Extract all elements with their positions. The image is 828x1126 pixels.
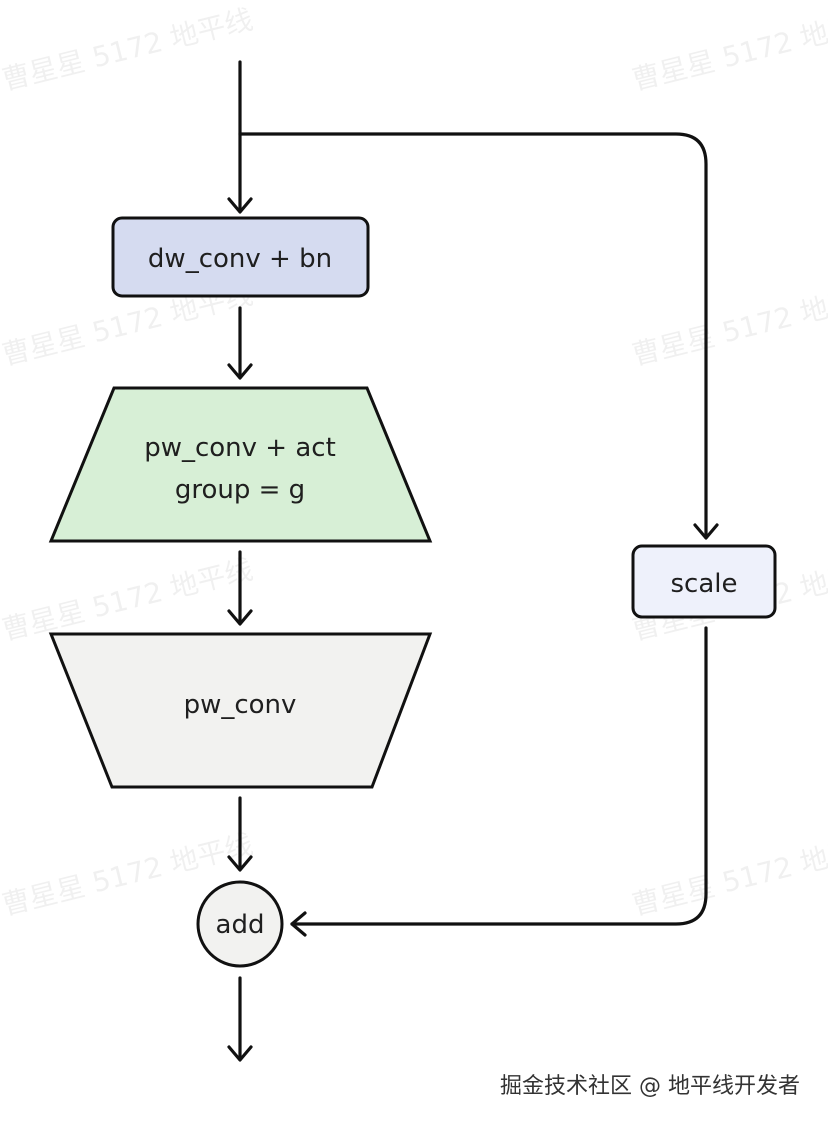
scale-box (631, 544, 777, 619)
edge-scale-to-add (290, 626, 708, 926)
arrowhead-icon (227, 609, 253, 626)
edge-branch-to-scale (238, 132, 708, 539)
watermark-text: 曹星星 5172 地平线 (629, 3, 828, 97)
arrowhead-icon (693, 523, 719, 540)
dw-conv-bn-box (111, 216, 370, 298)
watermark-text: 曹星星 5172 地平线 (0, 3, 256, 97)
pw-conv-trapezoid (48, 632, 433, 789)
pw-conv-label: pw_conv (184, 690, 297, 720)
node-scale: scale (631, 544, 777, 619)
arrowhead-icon (227, 363, 253, 380)
node-pw-conv-act: pw_conv + act group = g (48, 386, 433, 543)
dw-conv-bn-label: dw_conv + bn (148, 244, 332, 274)
arrowhead-icon (227, 1045, 253, 1062)
node-pw-conv: pw_conv (48, 632, 433, 789)
watermark-text: 曹星星 5172 地平线 (629, 828, 828, 922)
add-label: add (216, 910, 265, 940)
scale-label: scale (671, 569, 738, 599)
arrowhead-icon (227, 855, 253, 872)
arrowhead-icon (290, 911, 307, 937)
add-circle (196, 880, 284, 968)
footer-attribution: 掘金技术社区 @ 地平线开发者 (500, 1074, 800, 1099)
node-dw-conv-bn: dw_conv + bn (111, 216, 370, 298)
node-add: add (196, 880, 284, 968)
edges (227, 60, 719, 1062)
pw-conv-act-label: pw_conv + act (144, 433, 336, 463)
watermark-text: 曹星星 5172 地平线 (629, 278, 828, 372)
arrowhead-icon (227, 197, 253, 214)
pw-conv-act-group-label: group = g (175, 475, 305, 505)
pw-conv-act-trapezoid (48, 386, 433, 543)
